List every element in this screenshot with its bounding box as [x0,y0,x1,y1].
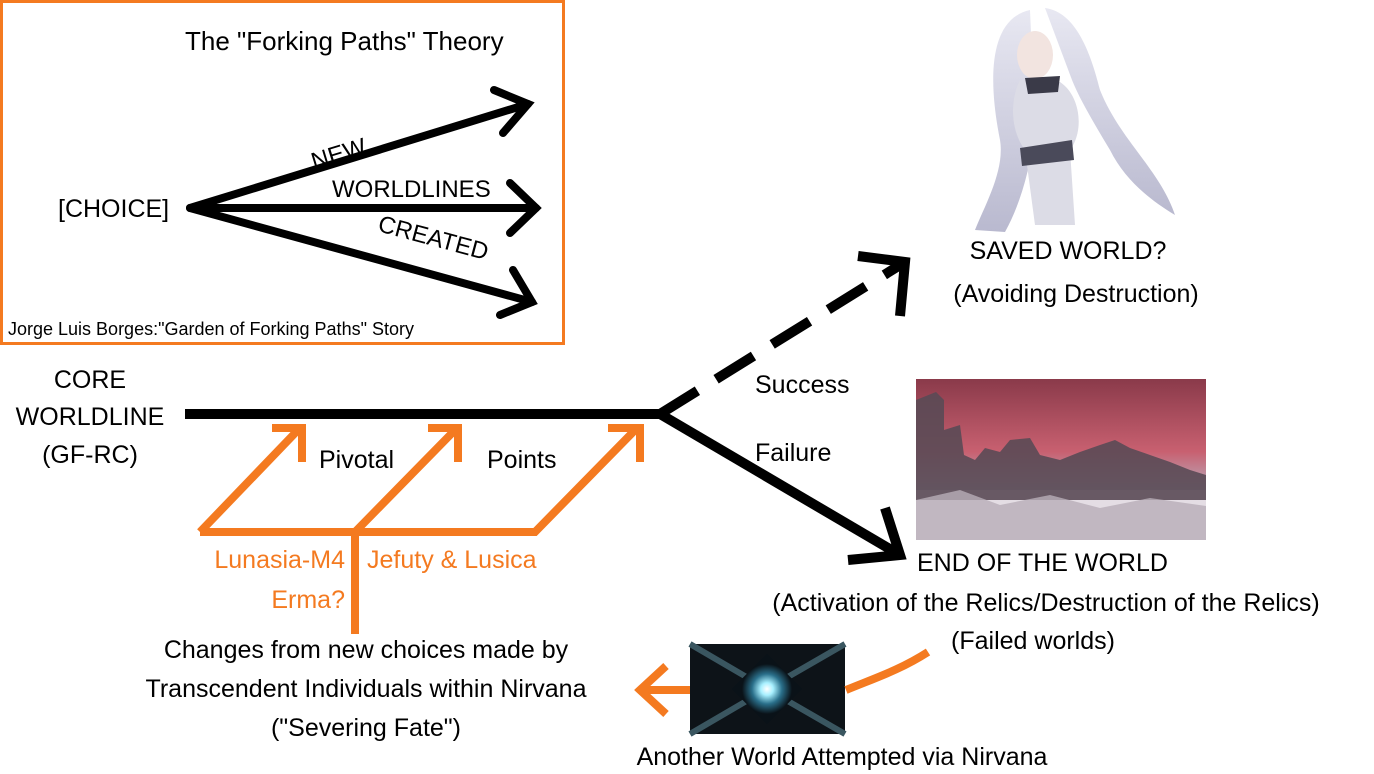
pivotal-arrow-1 [197,427,301,535]
changes-line-3: ("Severing Fate") [271,714,461,742]
girl-scarf [1025,76,1060,94]
end-world-note: (Failed worlds) [951,627,1115,655]
branch-label-new: NEW [308,133,370,175]
fork-arrow-middle-head [506,179,542,237]
fork-arrow-lower-head [496,266,538,319]
end-world-subtitle: (Activation of the Relics/Destruction of… [772,589,1319,617]
forking-paths-inset: The "Forking Paths" Theory [CHOICE] NEW … [0,0,565,345]
success-arrow-head [857,251,911,317]
core-label-line-2: WORLDLINE [16,403,165,431]
saved-world-image [975,8,1175,232]
pivotal-label: Pivotal [319,446,394,474]
girl-sash [1020,140,1074,166]
return-curve-from-failed [844,648,931,694]
success-branch [657,251,911,419]
changes-line-1: Changes from new choices made by [164,636,569,664]
points-label: Points [487,446,556,474]
nirvana-caption: Another World Attempted via Nirvana [637,743,1048,771]
end-world-image [916,379,1206,540]
fork-arrow-lower [186,204,536,306]
individual-jefuty-lusica: Jefuty & Lusica [367,546,537,574]
girl-hair-flow [1045,8,1175,215]
forking-arrows [186,86,542,319]
core-worldline-label: CORE WORLDLINE (GF-RC) [16,366,165,469]
success-label: Success [755,371,849,399]
girl-face [1017,31,1053,79]
success-branch-line [657,257,908,419]
pivotal-arrow-2-head [428,424,462,462]
changes-text-block: Changes from new choices made by Transce… [146,636,587,742]
core-label-line-1: CORE [54,366,126,394]
branch-label-worldlines: WORLDLINES [332,176,491,203]
individual-erma: Erma? [271,586,345,614]
pivotal-arrow-3 [355,427,638,536]
pivotal-arrow-1-head [272,424,306,462]
failure-branch-line [657,409,903,560]
fork-arrow-upper-head [490,86,535,137]
individual-lunasia: Lunasia-M4 [214,546,345,574]
inset-caption: Jorge Luis Borges:"Garden of Forking Pat… [8,319,414,339]
return-arrow-head [634,663,669,717]
failure-branch [657,409,907,565]
core-label-line-3: (GF-RC) [42,441,138,469]
nirvana-return-arrow [634,648,931,717]
fork-arrow-upper [186,100,532,212]
pivotal-arrow-3-head [608,424,644,462]
ruins-foreground [916,490,1206,540]
saved-world-title: SAVED WORLD? [970,237,1167,265]
failure-label: Failure [755,439,831,467]
end-world-title: END OF THE WORLD [917,549,1168,577]
nirvana-image [688,641,847,737]
inset-title: The "Forking Paths" Theory [185,26,504,56]
pivotal-points-arrows [197,424,644,634]
branch-label-created: CREATED [375,211,491,266]
inset-frame [0,0,565,345]
portal-crystal [731,653,803,725]
changes-line-2: Transcendent Individuals within Nirvana [146,675,587,703]
saved-world-subtitle: (Avoiding Destruction) [953,280,1198,308]
choice-label: [CHOICE] [58,195,169,223]
ruins-buildings [916,392,1206,500]
failure-arrow-head [847,506,907,565]
